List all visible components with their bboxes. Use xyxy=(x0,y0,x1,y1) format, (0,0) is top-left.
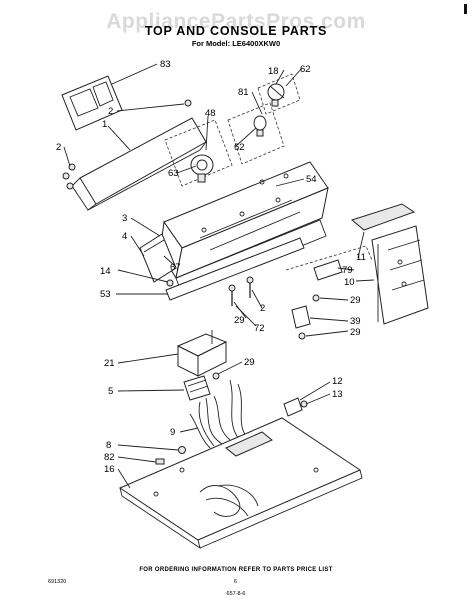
label-72: 72 xyxy=(254,323,265,334)
ordering-note: FOR ORDERING INFORMATION REFER TO PARTS … xyxy=(139,567,332,573)
corner-mark xyxy=(464,4,467,14)
part-29-screw-b xyxy=(212,372,220,380)
label-9: 9 xyxy=(170,427,175,438)
date-code: 657-8-6 xyxy=(227,591,246,597)
label-18: 18 xyxy=(268,66,279,77)
part-4-end-cap xyxy=(139,233,177,283)
page-number: 6 xyxy=(234,579,237,585)
label-79: 79 xyxy=(342,265,353,276)
label-53: 53 xyxy=(100,289,111,300)
part-29-screw xyxy=(312,294,320,302)
label-62: 62 xyxy=(300,64,311,75)
part-72-screws xyxy=(228,276,254,306)
model-line: For Model: LE6400XKW0 xyxy=(192,39,280,48)
label-29: 29 xyxy=(234,315,245,326)
part-53-rail xyxy=(165,237,305,301)
part-63-knob xyxy=(190,154,214,183)
part-62-knob-clip xyxy=(253,115,267,137)
part-39-switch xyxy=(291,305,311,329)
label-81: 81 xyxy=(238,87,249,98)
label-2: 2 xyxy=(108,106,113,117)
doc-number: 691320 xyxy=(48,579,66,585)
label-12: 12 xyxy=(332,376,343,387)
label-67: 67 xyxy=(170,262,181,273)
part-16-top-panel xyxy=(118,417,363,550)
label-2: 2 xyxy=(56,142,61,153)
label-13: 13 xyxy=(332,389,343,400)
label-54: 54 xyxy=(306,174,317,185)
label-5: 5 xyxy=(108,386,113,397)
part-5-terminal-block xyxy=(183,375,211,401)
part-11-panel-cap xyxy=(350,203,416,231)
part-54-console xyxy=(159,161,329,295)
leader-79-dash xyxy=(285,245,373,271)
part-1-panel xyxy=(71,117,207,211)
leader-lines xyxy=(63,63,375,489)
label-4: 4 xyxy=(122,231,127,242)
label-21: 21 xyxy=(104,358,115,369)
label-62: 62 xyxy=(234,142,245,153)
label-29: 29 xyxy=(244,357,255,368)
label-2: 2 xyxy=(260,303,265,314)
callout-labels: 83 18 62 81 48 2 1 2 62 63 54 3 4 67 14 … xyxy=(56,59,366,475)
label-63: 63 xyxy=(168,168,179,179)
part-83-console-window xyxy=(61,75,123,131)
watermark-text: AppliancePartsPros.com xyxy=(106,10,366,33)
label-82: 82 xyxy=(104,452,115,463)
box-48-outline xyxy=(164,119,233,187)
label-14: 14 xyxy=(100,266,111,277)
part-82-clip xyxy=(155,458,165,465)
part-12-clip xyxy=(283,397,303,417)
label-29: 29 xyxy=(350,295,361,306)
label-83: 83 xyxy=(160,59,171,70)
part-8-grommet xyxy=(178,446,186,454)
part-18-timer-knob xyxy=(267,83,285,107)
part-21-timer xyxy=(176,330,228,377)
label-48: 48 xyxy=(205,108,216,119)
box-81-outline xyxy=(227,102,285,165)
diagram-title: TOP AND CONSOLE PARTS xyxy=(145,24,327,38)
part-29-screw-lower xyxy=(298,332,306,340)
label-1: 1 xyxy=(102,119,107,130)
label-16: 16 xyxy=(104,464,115,475)
part-14-clip xyxy=(166,279,174,287)
label-39: 39 xyxy=(350,316,361,327)
part-9-wire-harness xyxy=(189,379,247,449)
label-29: 29 xyxy=(350,327,361,338)
label-11: 11 xyxy=(356,252,366,263)
label-3: 3 xyxy=(122,213,127,224)
label-10: 10 xyxy=(344,277,355,288)
part-79-bracket xyxy=(313,259,343,281)
screw-parts xyxy=(62,99,192,190)
part-10-control-panel xyxy=(371,225,429,325)
label-8: 8 xyxy=(106,440,111,451)
